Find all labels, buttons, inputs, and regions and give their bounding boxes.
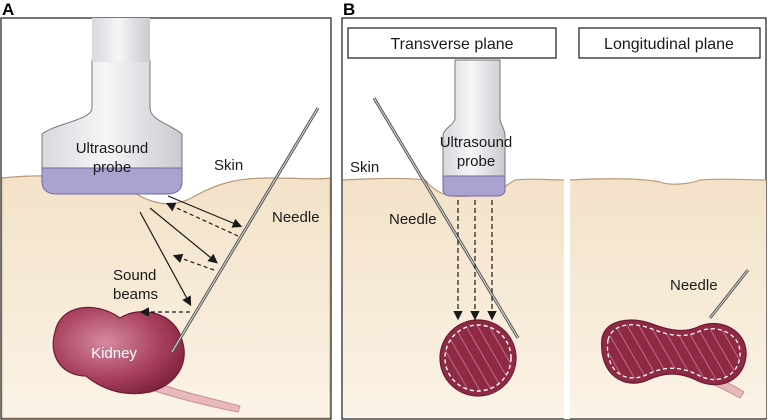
panel-a-letter: A — [2, 0, 14, 19]
panel-a: Ultrasound probe Skin Needle Kidney Soun… — [0, 0, 332, 420]
tissue-longitudinal — [570, 178, 766, 418]
skin-line-longitudinal — [569, 178, 767, 185]
needle-label-transverse: Needle — [389, 211, 437, 228]
kidney-label: Kidney — [91, 345, 137, 362]
transverse-title: Transverse plane — [390, 36, 513, 53]
kidney-longitudinal-scan — [606, 324, 741, 381]
transverse-beams — [453, 200, 497, 321]
skin-label-a: Skin — [214, 157, 243, 174]
sound-beams — [139, 195, 243, 317]
sound-beams-label-line2: beams — [113, 286, 158, 303]
ureter-a — [145, 379, 241, 413]
needle-label-longitudinal: Needle — [670, 277, 718, 294]
probe-label-line1: Ultrasound — [76, 140, 149, 157]
probe-label-line2: probe — [93, 159, 131, 176]
plane-divider — [564, 172, 570, 419]
longitudinal-title: Longitudinal plane — [604, 36, 734, 53]
ultrasound-probe-a — [41, 18, 183, 195]
kidney-a — [52, 306, 185, 395]
longitudinal-title-box — [578, 27, 761, 59]
kidney-transverse-scan — [444, 324, 512, 392]
probe-b-label-line1: Ultrasound — [440, 134, 513, 151]
probe-b-label-line2: probe — [457, 153, 495, 170]
transverse-title-box — [347, 27, 557, 59]
sound-beams-label-line1: Sound — [113, 267, 156, 284]
needle-label-a: Needle — [272, 209, 320, 226]
ultrasound-probe-b — [442, 59, 506, 197]
panel-b-letter: B — [343, 0, 355, 19]
skin-label-b: Skin — [350, 159, 379, 176]
panel-b: Transverse plane Longitudinal plane Ultr… — [341, 0, 767, 420]
